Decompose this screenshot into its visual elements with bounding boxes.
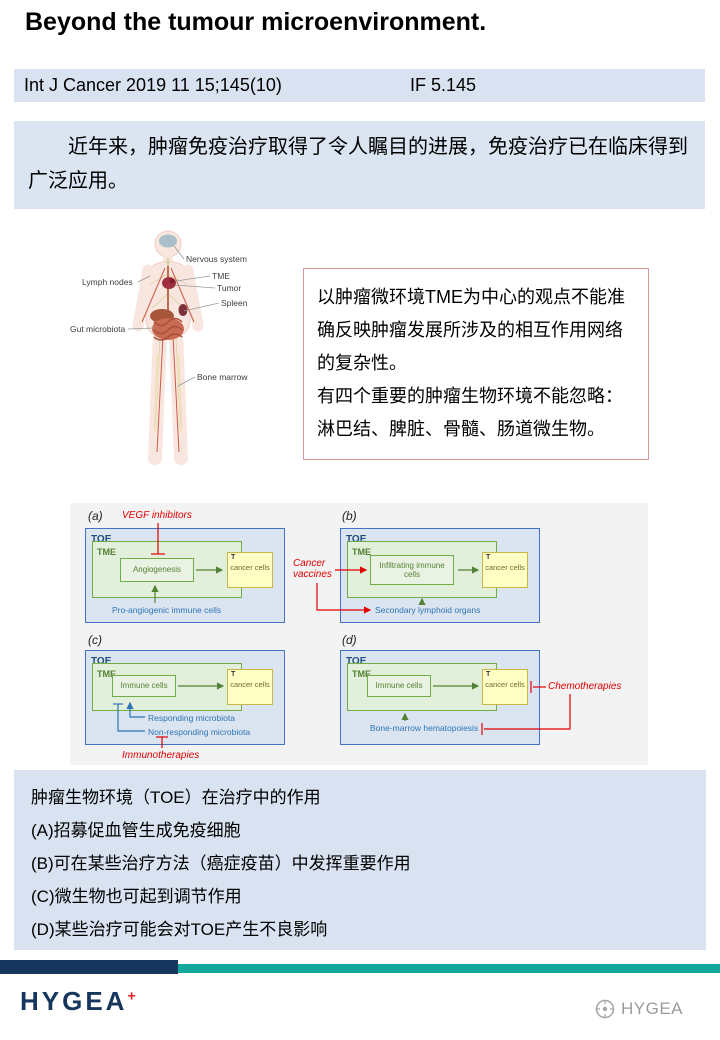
panel-c-cancer-cells-label: cancer cells <box>230 680 270 689</box>
panel-d-toe-label: TOE <box>346 656 367 667</box>
note-paragraph-1: 以肿瘤微环境TME为中心的观点不能准确反映肿瘤发展所涉及的相互作用网络的复杂性。 <box>317 287 625 373</box>
panel-d-immune-cells-box: Immune cells <box>367 675 431 697</box>
human-body-illustration <box>127 230 220 465</box>
panel-b-infiltrating-box: Infiltrating immune cells <box>370 555 454 585</box>
panel-a-cancer-cells-box: T cancer cells <box>227 552 273 588</box>
summary-box: 肿瘤生物环境（TOE）在治疗中的作用 (A)招募促血管生成免疫细胞 (B)可在某… <box>14 770 706 950</box>
panel-b-cancer-cells-box: T cancer cells <box>482 552 528 588</box>
panel-a-bottom-label: Pro-angiogenic immune cells <box>112 605 222 615</box>
summary-title: 肿瘤生物环境（TOE）在治疗中的作用 <box>31 788 321 807</box>
panel-b-treatment: Cancer vaccines <box>293 558 332 580</box>
panel-b-tme-label: TME <box>352 547 371 557</box>
panel-b-toe-label: TOE <box>346 534 367 545</box>
impact-factor: IF 5.145 <box>410 75 477 95</box>
panel-a-tme-label: TME <box>97 547 116 557</box>
panel-a-angiogenesis-box: Angiogenesis <box>120 558 194 582</box>
label-lymph-nodes: Lymph nodes <box>82 277 133 287</box>
panel-c-non-responding-label: Non-responding microbiota <box>148 727 251 737</box>
tme-note-box: 以肿瘤微环境TME为中心的观点不能准确反映肿瘤发展所涉及的相互作用网络的复杂性。… <box>303 268 649 460</box>
hygea-logo: HYGEA+ <box>20 986 136 1017</box>
panel-c-immune-cells-box: Immune cells <box>112 675 176 697</box>
panel-b-tumor-tag: T <box>486 554 491 561</box>
panel-c-toe-label: TOE <box>91 656 112 667</box>
panel-c-responding-label: Responding microbiota <box>148 713 235 723</box>
note-paragraph-2: 有四个重要的肿瘤生物环境不能忽略：淋巴结、脾脏、骨髓、肠道微生物。 <box>317 386 623 439</box>
label-bone-marrow: Bone marrow <box>197 372 248 382</box>
panel-b-cancer-cells-label: cancer cells <box>485 563 525 572</box>
panel-d-treatment: Chemotherapies <box>548 681 622 692</box>
page-title: Beyond the tumour microenvironment. <box>25 8 487 36</box>
panel-a-cancer-cells-label: cancer cells <box>230 563 270 572</box>
panel-b-letter: (b) <box>342 509 357 523</box>
label-spleen: Spleen <box>221 298 248 308</box>
journal-bar: Int J Cancer 2019 11 15;145(10) IF 5.145 <box>14 69 705 102</box>
toe-figure: (a) VEGF inhibitors TOE TME Angiogenesis… <box>70 503 648 765</box>
journal-reference: Int J Cancer 2019 11 15;145(10) <box>24 75 282 95</box>
panel-c-tumor-tag: T <box>231 671 236 678</box>
panel-c-treatment: Immunotherapies <box>122 750 200 761</box>
panel-c-cancer-cells-box: T cancer cells <box>227 669 273 705</box>
summary-item-c: (C)微生物也可起到调节作用 <box>31 887 242 906</box>
hygea-logo-plus-icon: + <box>127 987 136 1004</box>
panel-a-letter: (a) <box>88 509 103 523</box>
footer-teal-bar <box>178 964 720 973</box>
panel-a-treatment: VEGF inhibitors <box>122 510 192 521</box>
panel-d-letter: (d) <box>342 633 357 647</box>
summary-item-b: (B)可在某些治疗方法（癌症疫苗）中发挥重要作用 <box>31 854 411 873</box>
panel-d-tumor-tag: T <box>486 671 491 678</box>
label-tme: TME <box>212 271 230 281</box>
label-nervous-system: Nervous system <box>186 254 247 264</box>
panel-d-cancer-cells-box: T cancer cells <box>482 669 528 705</box>
intro-box: 近年来，肿瘤免疫治疗取得了令人瞩目的进展，免疫治疗已在临床得到广泛应用。 <box>14 121 705 209</box>
watermark-text: HYGEA <box>621 999 684 1018</box>
footer-navy-bar <box>0 960 178 974</box>
panel-c-letter: (c) <box>88 633 102 647</box>
panel-d-cancer-cells-label: cancer cells <box>485 680 525 689</box>
panel-d-tme-label: TME <box>352 669 371 679</box>
panel-a-toe-label: TOE <box>91 534 112 545</box>
intro-text: 近年来，肿瘤免疫治疗取得了令人瞩目的进展，免疫治疗已在临床得到广泛应用。 <box>28 136 688 192</box>
summary-item-d: (D)某些治疗可能会对TOE产生不良影响 <box>31 920 328 939</box>
anatomy-figure: Nervous system TME Tumor Lymph nodes Spl… <box>68 226 288 476</box>
panel-a-tumor-tag: T <box>231 554 236 561</box>
panel-c-tme-label: TME <box>97 669 116 679</box>
summary-item-a: (A)招募促血管生成免疫细胞 <box>31 821 241 840</box>
watermark-logo-icon <box>595 999 615 1019</box>
watermark: HYGEA <box>594 998 683 1020</box>
label-tumor: Tumor <box>217 283 242 293</box>
label-gut-microbiota: Gut microbiota <box>70 324 126 334</box>
hygea-logo-text: HYGEA <box>20 986 128 1016</box>
panel-b-bottom-label: Secondary lymphoid organs <box>375 605 481 615</box>
panel-d-bottom-label: Bone-marrow hematopoiesis <box>370 723 479 733</box>
